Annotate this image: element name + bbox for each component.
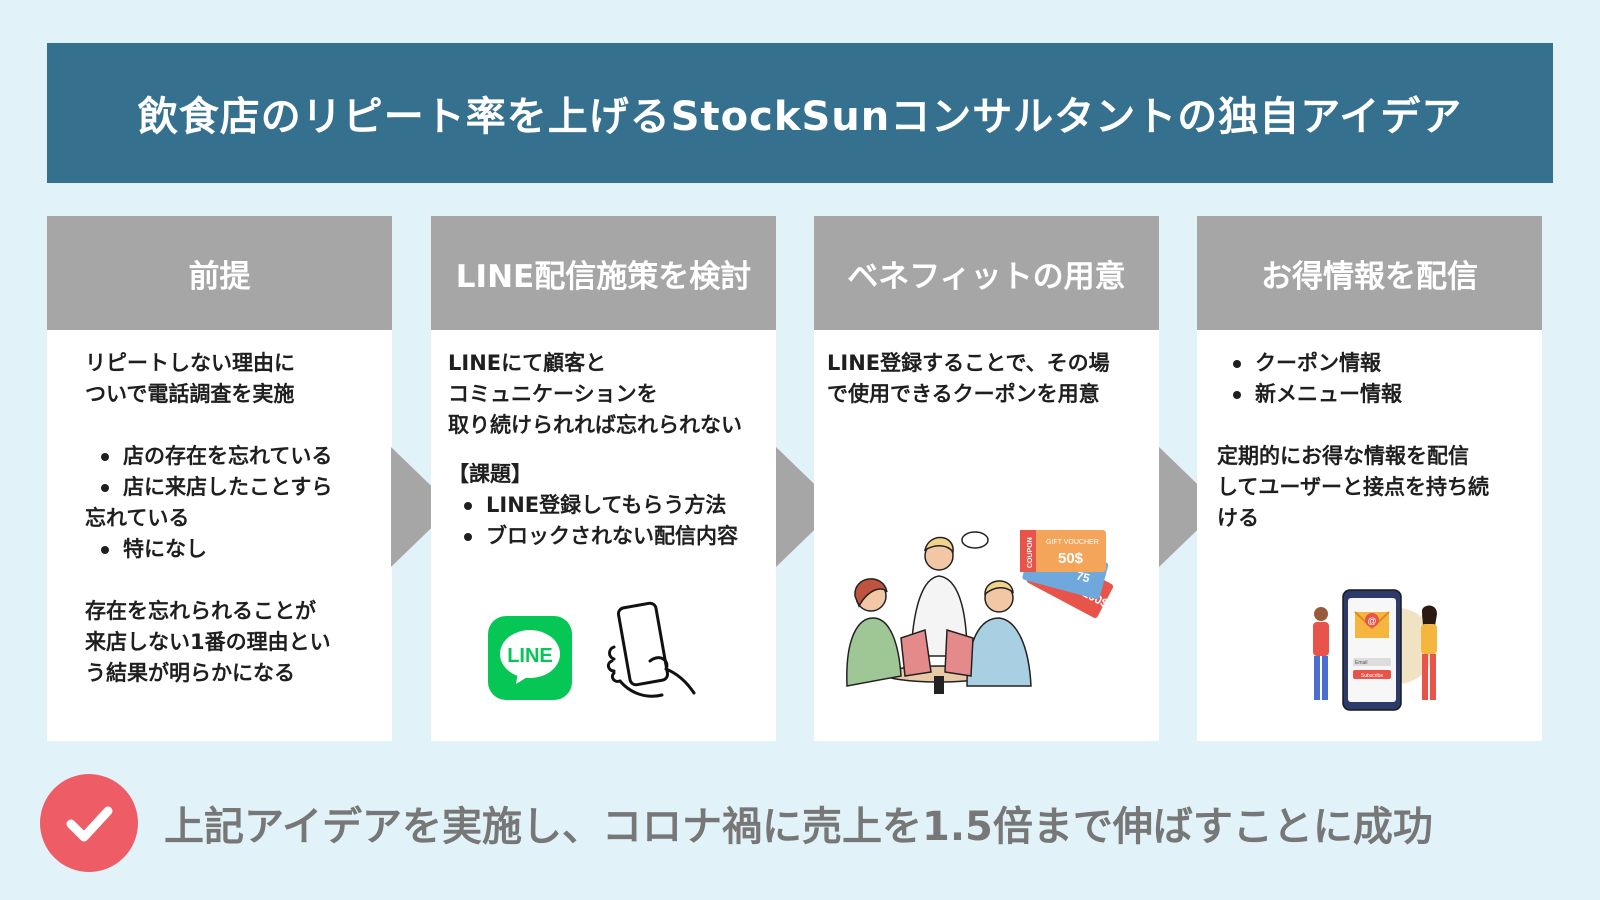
svg-text:Email: Email — [1355, 660, 1368, 666]
list-item: 店に来店したことすら — [85, 472, 372, 503]
step-body: クーポン情報 新メニュー情報 定期的にお得な情報を配信 してユーザーと接点を持ち… — [1197, 330, 1542, 534]
title-banner: 飲食店のリピート率を上げるStockSunコンサルタントの独自アイデア — [47, 43, 1553, 183]
text-line: ける — [1217, 506, 1259, 530]
svg-text:@: @ — [1367, 616, 1376, 626]
text-line: 取り続けられれば忘れられない — [448, 413, 742, 437]
line-logo-icon: LINE — [488, 616, 572, 700]
issue-label: 【課題】 — [448, 462, 532, 486]
step-body: リピートしない理由に ついで電話調査を実施 店の存在を忘れている 店に来店したこ… — [47, 330, 392, 689]
text-line: コミュニケーションを — [448, 382, 658, 406]
svg-text:Subscribe: Subscribe — [1361, 673, 1383, 679]
list-item: 新メニュー情報 — [1217, 379, 1522, 410]
step-heading: 前提 — [47, 216, 392, 330]
list-item: 特になし — [85, 534, 372, 565]
step-body: LINEにて顧客と コミュニケーションを 取り続けられれば忘れられない 【課題】… — [431, 330, 776, 552]
text-line: してユーザーと接点を持ち続 — [1217, 475, 1489, 499]
list-item: LINE登録してもらう方法 — [448, 490, 756, 521]
coupon-voucher-icon: 100$ 75 COUPON GIFT VOUCHER 50$ — [1014, 526, 1119, 636]
step-body: LINE登録することで、その場 で使用できるクーポンを用意 — [814, 330, 1159, 410]
deal-list: クーポン情報 新メニュー情報 — [1217, 348, 1522, 410]
step-card-deliver-deals: お得情報を配信 クーポン情報 新メニュー情報 定期的にお得な情報を配信 してユー… — [1197, 216, 1542, 741]
list-item: ブロックされない配信内容 — [448, 521, 756, 552]
step-card-premise: 前提 リピートしない理由に ついで電話調査を実施 店の存在を忘れている 店に来店… — [47, 216, 392, 741]
list-item: 店の存在を忘れている — [85, 441, 372, 472]
check-icon — [40, 774, 138, 872]
text-line: リピートしない理由に — [85, 351, 295, 375]
result-footer: 上記アイデアを実施し、コロナ禍に売上を1.5倍まで伸ばすことに成功 — [40, 773, 1560, 873]
list-item: クーポン情報 — [1217, 348, 1522, 379]
svg-text:COUPON: COUPON — [1027, 537, 1034, 568]
text-line: LINE登録することで、その場 — [827, 351, 1110, 375]
customers-illustration — [839, 526, 1039, 696]
step-card-benefit: ベネフィットの用意 LINE登録することで、その場 で使用できるクーポンを用意 — [814, 216, 1159, 741]
result-text: 上記アイデアを実施し、コロナ禍に売上を1.5倍まで伸ばすことに成功 — [164, 804, 1433, 850]
svg-text:75: 75 — [1075, 568, 1092, 585]
page-title: 飲食店のリピート率を上げるStockSunコンサルタントの独自アイデア — [137, 94, 1463, 140]
text-line: LINEにて顧客と — [448, 351, 607, 375]
hand-phone-icon — [606, 601, 701, 701]
text-line: ついで電話調査を実施 — [85, 382, 295, 406]
line-logo-text: LINE — [507, 645, 553, 667]
text-line: 存在を忘れられることが — [85, 599, 316, 623]
text-line: 来店しない1番の理由とい — [85, 630, 331, 654]
text-line: で使用できるクーポンを用意 — [827, 382, 1100, 406]
list-item-continuation: 忘れている — [85, 506, 190, 530]
step-heading: お得情報を配信 — [1197, 216, 1542, 330]
step-heading: LINE配信施策を検討 — [431, 216, 776, 330]
step-heading: ベネフィットの用意 — [814, 216, 1159, 330]
svg-text:GIFT VOUCHER: GIFT VOUCHER — [1046, 539, 1099, 546]
newsletter-phone-illustration: @ Email Subscribe — [1297, 586, 1457, 716]
step-card-line-strategy: LINE配信施策を検討 LINEにて顧客と コミュニケーションを 取り続けられれ… — [431, 216, 776, 741]
text-line: 定期的にお得な情報を配信 — [1217, 444, 1469, 468]
svg-text:50$: 50$ — [1058, 550, 1084, 567]
issue-list: LINE登録してもらう方法 ブロックされない配信内容 — [448, 490, 756, 552]
text-line: う結果が明らかになる — [85, 661, 295, 685]
reason-list: 店の存在を忘れている 店に来店したことすら 忘れている 特になし — [85, 441, 372, 565]
